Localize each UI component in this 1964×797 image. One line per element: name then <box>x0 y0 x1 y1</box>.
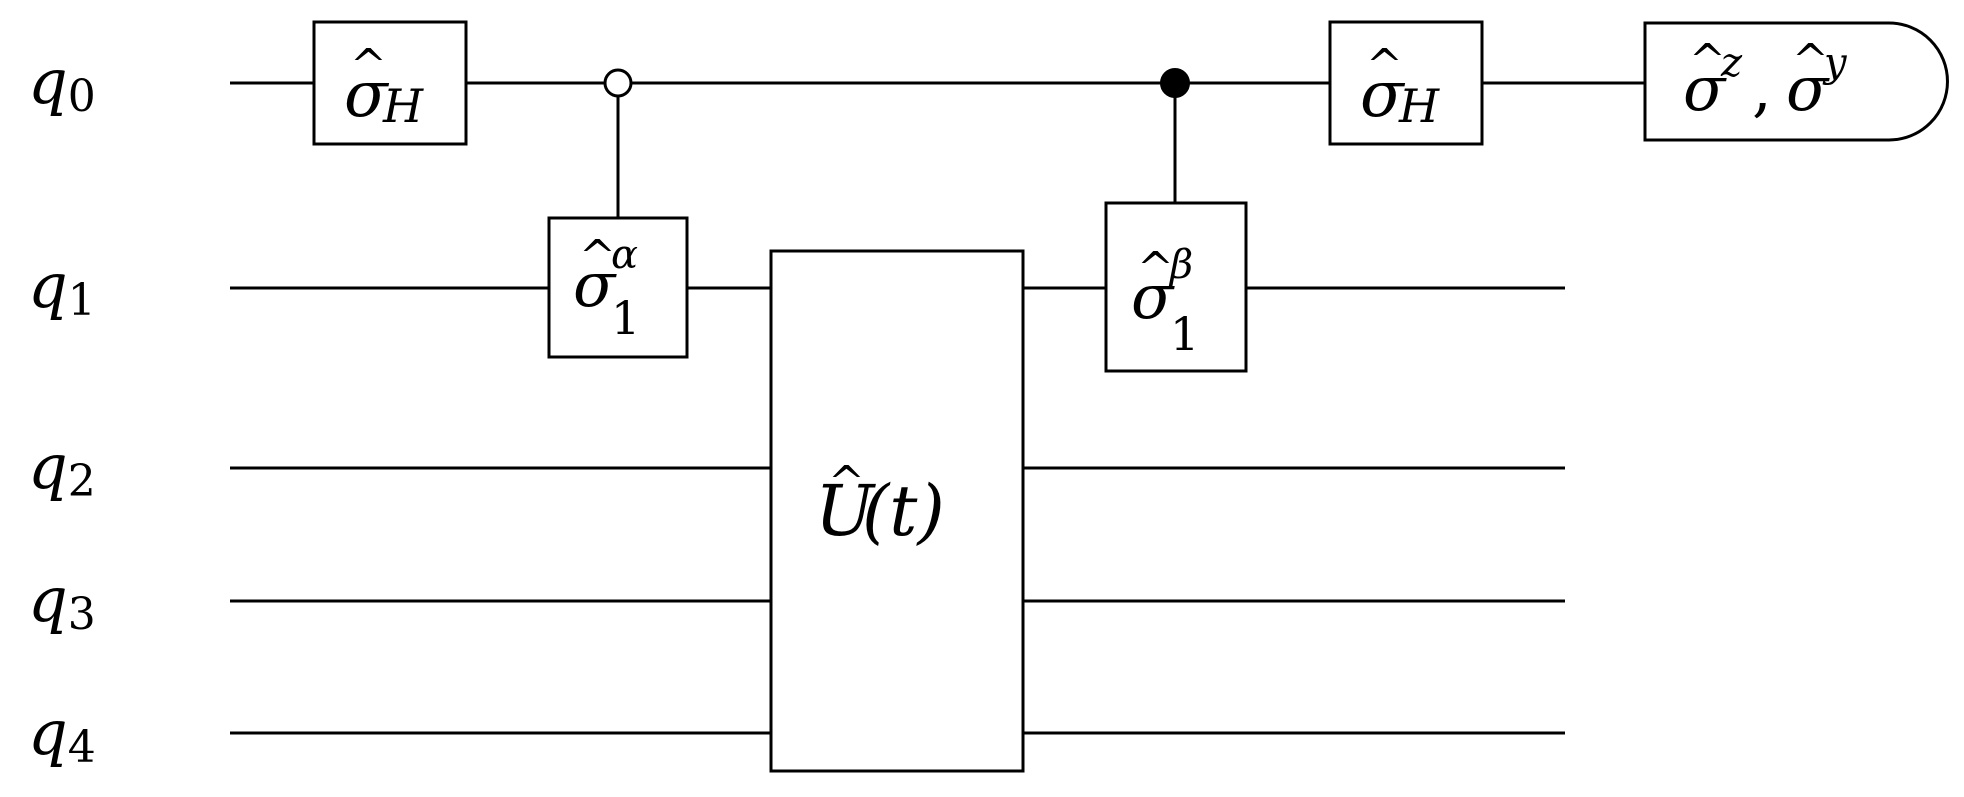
sigma-alpha-subscript: 1 <box>611 291 640 345</box>
hadamard-first-hat: ^ <box>350 40 387 91</box>
gate-hadamard-last: σ ^ H <box>1328 20 1484 146</box>
unitary-argument: (t) <box>862 470 945 552</box>
measurement-sigma-z: σ <box>1683 52 1727 125</box>
unitary-symbol: U <box>815 470 876 552</box>
hadamard-first-sigma: σ <box>344 58 390 132</box>
gate-sigma-alpha: σ ^ α 1 <box>547 216 689 359</box>
filled-control-dot <box>1160 68 1190 98</box>
open-control-dot <box>603 68 633 98</box>
gate-unitary: U ^ (t) <box>769 249 1025 773</box>
measurement-block: σ ^ z , σ ^ y <box>1643 21 1949 142</box>
hadamard-last-hat: ^ <box>1366 40 1403 91</box>
unitary-hat: ^ <box>828 457 865 508</box>
sigma-beta-hat: ^ <box>1137 243 1174 294</box>
gate-sigma-beta: σ ^ β 1 <box>1104 201 1248 373</box>
sigma-beta-sigma: σ <box>1131 260 1175 333</box>
sigma-alpha-sigma: σ <box>573 248 617 321</box>
sigma-beta-superscript: β <box>1168 242 1193 288</box>
qubit-label-q0: q0 <box>28 45 96 122</box>
measurement-separator: , <box>1752 52 1772 125</box>
measurement-hat-y: ^ <box>1792 35 1829 86</box>
measurement-sigma-y: σ <box>1786 52 1830 125</box>
qubit-label-q2: q2 <box>28 430 96 507</box>
gate-hadamard-first: σ ^ H <box>312 20 468 146</box>
hadamard-last-sigma: σ <box>1360 58 1406 132</box>
sigma-beta-subscript: 1 <box>1170 307 1199 361</box>
measurement-sup-y: y <box>1822 40 1848 86</box>
qubit-label-q1: q1 <box>28 249 96 326</box>
measurement-sup-z: z <box>1720 40 1743 86</box>
sigma-alpha-hat: ^ <box>579 231 616 282</box>
sigma-alpha-superscript: α <box>611 232 638 278</box>
measurement-shape <box>1643 21 1949 142</box>
hadamard-first-subscript: H <box>382 79 424 133</box>
qubit-label-q4: q4 <box>28 696 96 773</box>
measurement-hat-z: ^ <box>1689 35 1726 86</box>
hadamard-last-subscript: H <box>1398 79 1440 133</box>
qubit-label-q3: q3 <box>28 563 96 640</box>
